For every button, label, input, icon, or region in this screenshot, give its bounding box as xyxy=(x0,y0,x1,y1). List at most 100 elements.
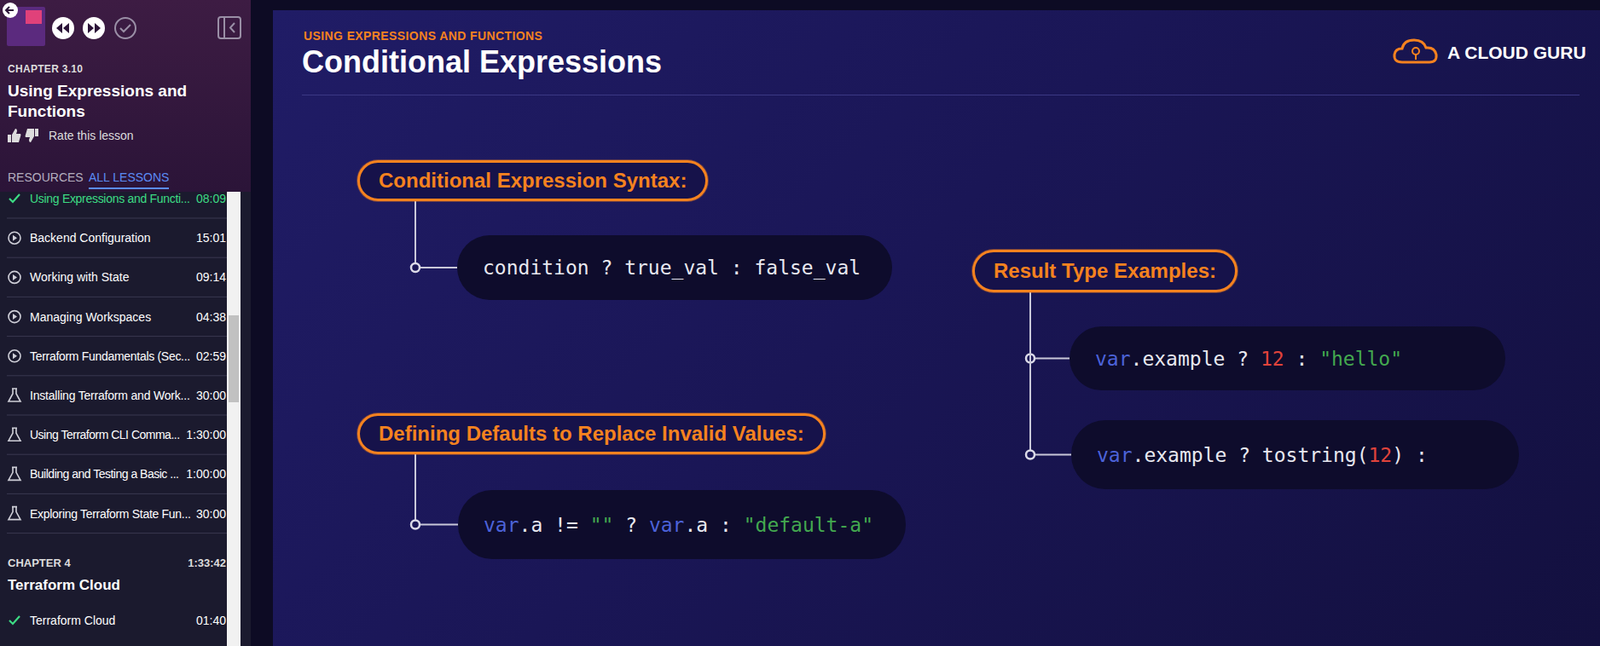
collapse-glyph xyxy=(224,17,235,38)
brand-logo xyxy=(1391,35,1445,67)
play-glyph xyxy=(12,274,18,281)
rewind-button xyxy=(52,17,75,40)
junction-dot xyxy=(411,521,420,530)
tree-connector xyxy=(415,454,458,526)
lesson-duration: 30:00 xyxy=(196,388,227,404)
cloud-outline xyxy=(1394,40,1437,63)
lesson-title: Using Terraform CLI Comma... xyxy=(29,427,180,443)
brand-name: A CLOUD GURU xyxy=(1447,42,1587,64)
slide-rule xyxy=(301,94,1580,96)
lesson-duration: 30:00 xyxy=(196,506,227,522)
code-token: var xyxy=(1096,444,1133,467)
scrollbar-track xyxy=(226,191,241,646)
code-text: ) : xyxy=(1391,444,1428,467)
flask-icon xyxy=(8,388,21,402)
row-separator xyxy=(6,454,227,456)
tree-connector xyxy=(1030,292,1072,456)
code-box: condition ? true_val : false_val xyxy=(457,235,893,301)
row-separator xyxy=(6,375,227,377)
chapter-duration: 1:33:42 xyxy=(187,556,227,570)
code-box: var.example ? tostring(12) : xyxy=(1071,420,1519,490)
row-separator xyxy=(6,257,227,259)
heading-text: Conditional Expression Syntax: xyxy=(378,168,687,193)
row-separator xyxy=(6,533,227,534)
code-line: var.example ? tostring(12) : xyxy=(1096,444,1428,467)
code-box: var.example ? 12 : "hello" xyxy=(1069,326,1506,391)
row-separator xyxy=(6,218,227,220)
code-token: 12 xyxy=(1368,444,1393,467)
code-token: var xyxy=(649,514,685,537)
code-text: ? xyxy=(613,514,650,537)
cloud-keyhole xyxy=(1412,47,1420,55)
row-separator xyxy=(6,296,227,298)
lesson-title: Terraform Cloud xyxy=(29,613,116,629)
forward-glyph xyxy=(87,23,101,34)
flask-icon xyxy=(8,467,21,481)
slide-title: Conditional Expressions xyxy=(301,44,662,81)
tab-label: RESOURCES xyxy=(7,170,84,185)
chapter-number: CHAPTER 3.10 xyxy=(7,63,83,76)
check-icon xyxy=(9,616,20,625)
code-token: var xyxy=(483,514,520,537)
code-text: : xyxy=(1284,347,1321,371)
flask-icon xyxy=(8,428,21,441)
play-icon xyxy=(8,311,21,324)
tree-connector xyxy=(415,201,458,268)
flask-icon xyxy=(8,507,21,521)
lesson-title: Managing Workspaces xyxy=(29,309,151,325)
play-icon xyxy=(8,231,21,244)
lesson-title: Installing Terraform and Work... xyxy=(29,388,191,404)
heading-text: Result Type Examples: xyxy=(993,259,1217,284)
row-separator xyxy=(6,336,227,337)
code-line: condition ? true_val : false_val xyxy=(482,256,861,279)
lesson-duration: 1:30:00 xyxy=(185,427,227,443)
lesson-title: Using Expressions and Functi... xyxy=(29,191,191,207)
code-token: "" xyxy=(590,514,615,537)
chapter-title: Using Expressions and Functions xyxy=(7,81,206,122)
play-icon xyxy=(8,350,21,363)
collapse-button xyxy=(218,17,241,39)
lesson-duration: 02:59 xyxy=(196,348,227,365)
chapter-number: CHAPTER 4 xyxy=(7,556,71,570)
complete-button xyxy=(115,17,136,39)
row-separator xyxy=(6,493,227,495)
forward-button xyxy=(82,17,105,40)
code-line: var.a != "" ? var.a : "default-a" xyxy=(483,514,874,537)
check-icon xyxy=(9,194,20,203)
thumbs-down-icon xyxy=(25,128,40,143)
code-token: 12 xyxy=(1260,347,1285,371)
play-glyph xyxy=(12,353,18,360)
complete-check xyxy=(120,24,131,32)
row-separator xyxy=(6,415,227,417)
tree-connector xyxy=(1030,292,1070,360)
scrollbar-thumb xyxy=(228,315,239,403)
section-heading-pill: Defining Defaults to Replace Invalid Val… xyxy=(357,413,826,455)
code-token: "hello" xyxy=(1319,347,1403,371)
play-glyph xyxy=(12,235,18,242)
chapter-title: Terraform Cloud xyxy=(7,577,121,595)
rewind-glyph xyxy=(56,23,70,34)
lesson-title: Working with State xyxy=(29,269,129,285)
tab-label-active: ALL LESSONS xyxy=(88,170,169,190)
lesson-duration: 01:40 xyxy=(196,613,227,629)
code-token: "default-a" xyxy=(743,514,874,537)
code-line: var.example ? 12 : "hello" xyxy=(1095,347,1403,371)
code-text: .a : xyxy=(684,514,743,537)
junction-dot xyxy=(1026,451,1035,460)
lesson-duration: 09:14 xyxy=(196,269,227,285)
lesson-duration: 1:00:00 xyxy=(185,466,227,482)
lesson-title: Backend Configuration xyxy=(29,230,151,246)
junction-dot xyxy=(411,263,420,273)
back-arrow xyxy=(5,6,14,14)
lesson-title: Building and Testing a Basic ... xyxy=(29,466,179,482)
thumbs-up-icon xyxy=(7,128,22,143)
section-heading-pill: Result Type Examples: xyxy=(972,249,1238,293)
code-text: .example ? xyxy=(1130,347,1261,371)
course-thumbnail-art xyxy=(25,10,42,24)
lesson-title: Exploring Terraform State Fun... xyxy=(29,506,192,522)
cloud-keyhole-stem xyxy=(1414,54,1417,60)
play-glyph xyxy=(12,313,18,320)
code-text: condition ? true_val : false_val xyxy=(482,256,861,279)
code-box: var.a != "" ? var.a : "default-a" xyxy=(457,490,906,560)
